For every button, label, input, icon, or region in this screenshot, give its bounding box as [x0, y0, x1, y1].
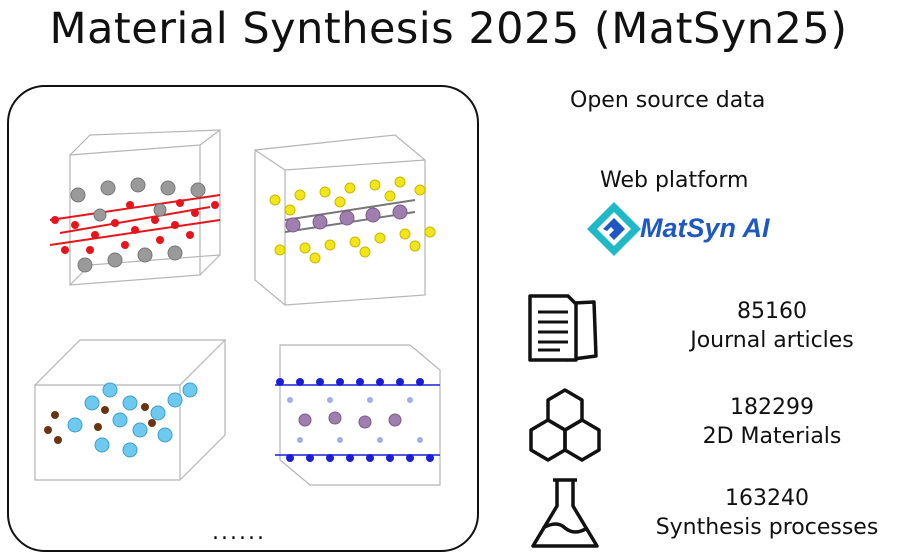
web-platform-label: Web platform — [600, 168, 749, 193]
open-source-label: Open source data — [570, 88, 766, 113]
stat-value: 85160 — [737, 299, 807, 324]
more-structures-ellipsis: ...... — [212, 520, 266, 545]
crystal-structure-blue — [275, 344, 441, 486]
stat-label: Synthesis processes — [655, 515, 879, 540]
crystal-structure-oxide — [49, 129, 221, 286]
crystal-structures-panel — [7, 85, 479, 552]
stat-label: 2D Materials — [702, 424, 842, 449]
stat-label: Journal articles — [690, 328, 854, 353]
matsyn-logo-icon — [587, 202, 641, 256]
document-icon — [528, 294, 598, 362]
stat-2d-materials: 182299 2D Materials — [657, 393, 887, 451]
stat-value: 182299 — [730, 395, 814, 420]
matsyn-ai-logo: MatSyn AI — [640, 213, 770, 243]
page-title: Material Synthesis 2025 (MatSyn25) — [49, 4, 848, 54]
stat-synthesis-processes: 163240 Synthesis processes — [652, 484, 882, 542]
stat-journal-articles: 85160 Journal articles — [657, 297, 887, 355]
flask-icon — [531, 478, 599, 548]
crystal-structure-sulfide — [254, 134, 436, 306]
crystal-structure-cyan — [33, 339, 227, 481]
hexagon-cluster-icon — [529, 388, 601, 462]
stat-value: 163240 — [725, 486, 809, 511]
